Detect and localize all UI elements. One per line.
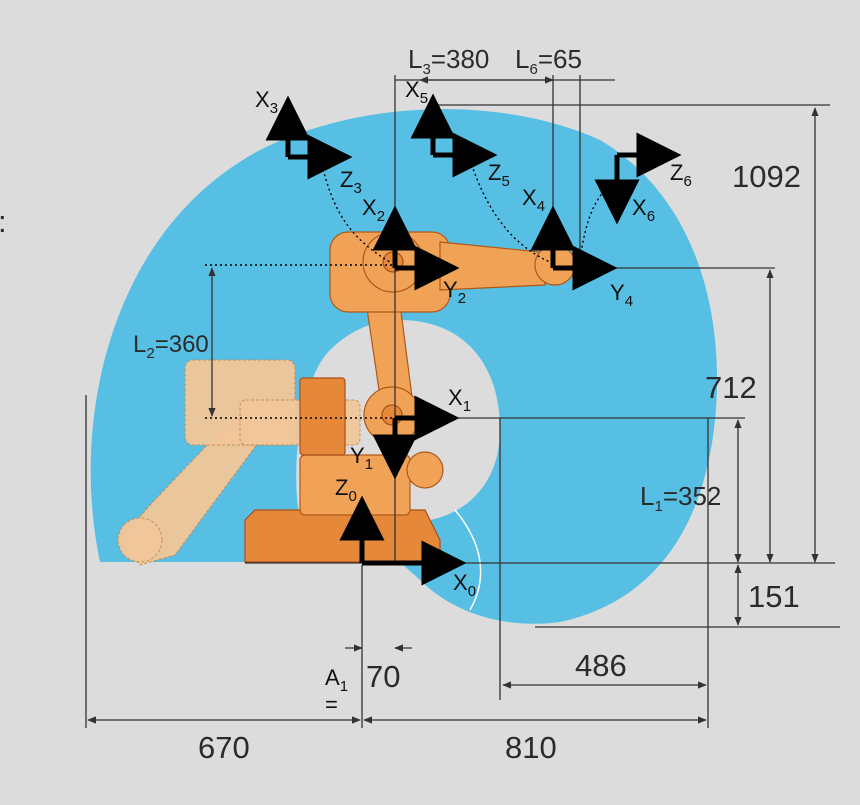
label-y1: Y1	[350, 443, 373, 473]
dim-810: 810	[505, 730, 557, 765]
label-x1: X1	[448, 385, 471, 415]
dim-1092: 1092	[732, 159, 801, 194]
dim-l6: L6=65	[515, 44, 582, 78]
dim-a1: A1	[325, 665, 348, 695]
label-x5: X5	[405, 77, 428, 107]
label-x4: X4	[522, 185, 545, 215]
dim-670: 670	[198, 730, 250, 765]
label-x3: X3	[255, 87, 278, 117]
label-x6: X6	[632, 195, 655, 225]
dim-151: 151	[748, 579, 800, 614]
workspace-arc-edge	[454, 509, 482, 611]
dim-712: 712	[705, 370, 757, 405]
edge-glyph: :	[0, 204, 7, 239]
label-z6: Z6	[670, 160, 692, 190]
dim-486: 486	[575, 648, 627, 683]
label-z3: Z3	[340, 167, 362, 197]
dim-l2: L2=360	[133, 331, 209, 362]
frame-0	[339, 495, 467, 586]
dim-l1: L1=352	[640, 481, 721, 515]
frame-4	[530, 205, 618, 291]
label-z5: Z5	[488, 160, 510, 190]
dim-a1-eq: =	[325, 692, 338, 717]
dim-l3: L3=380	[408, 44, 489, 78]
label-y2: Y2	[443, 277, 466, 307]
dimension-lines	[85, 75, 840, 728]
frame-6	[594, 132, 682, 225]
frame-5	[410, 93, 498, 178]
dim-70: 70	[366, 659, 400, 694]
label-x0: X0	[453, 570, 476, 600]
frame-3	[265, 95, 353, 180]
label-y4: Y4	[610, 280, 633, 310]
frame-2	[372, 205, 460, 291]
label-z0: Z0	[335, 475, 357, 505]
label-x2: X2	[362, 195, 385, 225]
frame-1	[372, 395, 460, 480]
